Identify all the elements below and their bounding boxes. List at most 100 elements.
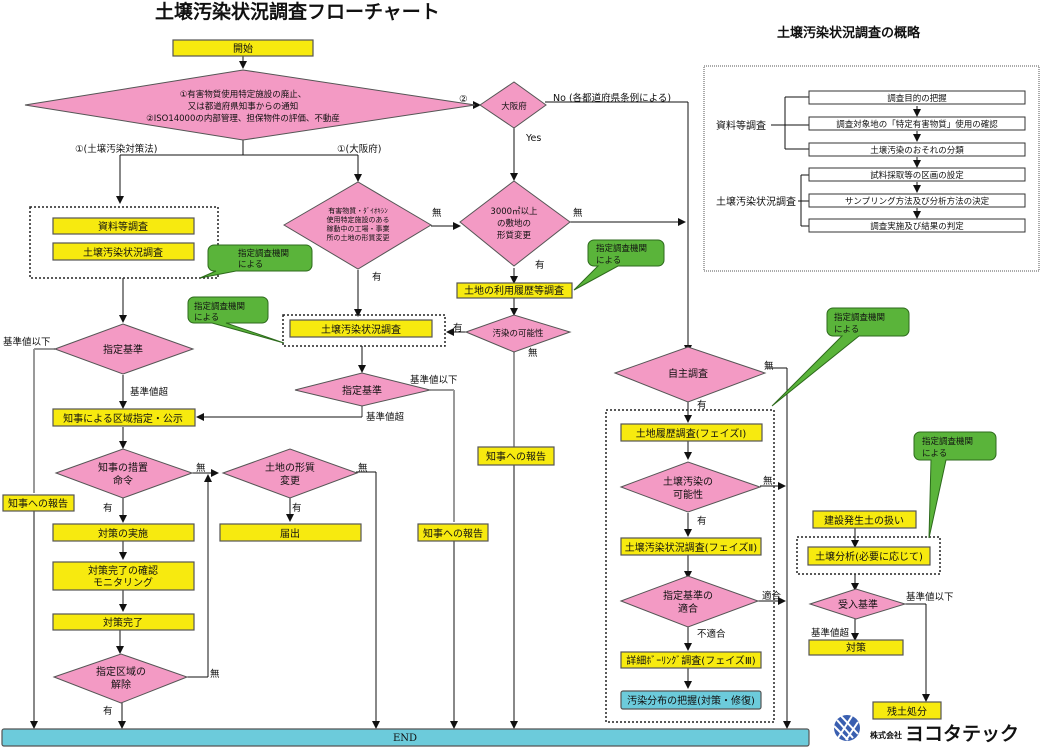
svg-text:可能性: 可能性 [673, 488, 703, 501]
process-taisaku[interactable]: 対策 [808, 639, 904, 656]
callout-bubble: 指定調査機関 による [913, 431, 997, 539]
svg-text:土壌汚染状況調査(フェイズⅡ): 土壌汚染状況調査(フェイズⅡ) [625, 541, 758, 554]
decision-osaka[interactable]: 大阪府 [479, 81, 547, 129]
process-phase2[interactable]: 土壌汚染状況調査(フェイズⅡ) [620, 537, 762, 556]
group-soil-analysis [796, 536, 941, 575]
process-tochi-riyo[interactable]: 土地の利用履歴等調査 [456, 282, 573, 299]
decision-trigger[interactable]: ①有害物質使用特定施設の廃止、 又は都道府県知事からの通知 ②ISO14000の… [24, 69, 476, 141]
svg-text:受入基準: 受入基準 [838, 598, 878, 611]
decision-sochi[interactable]: 知事の措置 命令 [54, 448, 194, 499]
svg-text:指定調査機関: 指定調査機関 [596, 243, 647, 254]
process-zando[interactable]: 残土処分 [872, 701, 942, 720]
process-shiryo[interactable]: 資料等調査 [52, 217, 195, 235]
overview-group-dojo: 土壌汚染状況調査 [716, 195, 796, 208]
svg-text:適合: 適合 [678, 602, 698, 615]
process-phase1[interactable]: 土地履歴調査(フェイズⅠ) [620, 423, 763, 442]
svg-text:使用特定施設のある: 使用特定施設のある [327, 215, 390, 224]
decision-jishu[interactable]: 自主調査 [613, 346, 767, 403]
svg-text:有: 有 [453, 322, 463, 334]
decision-kaijo[interactable]: 指定区域の 解除 [52, 653, 189, 704]
svg-text:指定基準: 指定基準 [342, 384, 382, 397]
decision-shitei2[interactable]: 指定基準 [294, 372, 431, 407]
svg-text:による: による [922, 449, 947, 459]
terminal-end[interactable]: END [1, 728, 810, 747]
decision-tekigo[interactable]: 指定基準の 適合 [619, 575, 760, 628]
decision-shitei1[interactable]: 指定基準 [53, 323, 195, 375]
process-haaku[interactable]: 汚染分布の把握(対策・修復) [620, 690, 762, 710]
svg-text:無: 無 [573, 207, 583, 219]
process-start[interactable]: 開始 [172, 39, 314, 57]
svg-text:調査実施及び結果の判定: 調査実施及び結果の判定 [870, 221, 964, 232]
svg-text:による: による [238, 260, 263, 270]
logo-prefix: 株式会社 [870, 730, 902, 740]
decision-area3000[interactable]: 3000㎡以上 の敷地の 形質変更 [459, 180, 571, 267]
company-logo: 株式会社 ヨコタテック [833, 715, 1019, 745]
process-kakunin[interactable]: 対策完了の確認 モニタリング [52, 561, 195, 591]
overview-panel: 資料等調査 土壌汚染状況調査 調査目的の把握 調査対象地の「特定有害物質」使用の… [703, 65, 1040, 272]
svg-text:②: ② [459, 94, 468, 105]
decision-kanousei[interactable]: 土壌汚染の 可能性 [619, 461, 762, 513]
process-kuiki[interactable]: 知事による区域指定・公示 [52, 408, 196, 427]
svg-text:有害物質・ﾀﾞｲｵｷｼﾝ: 有害物質・ﾀﾞｲｵｷｼﾝ [328, 206, 388, 215]
process-kanryo[interactable]: 対策完了 [52, 613, 195, 631]
svg-text:②ISO14000の内部管理、担保物件の評価、不動産: ②ISO14000の内部管理、担保物件の評価、不動産 [146, 113, 340, 124]
process-dojo1[interactable]: 土壌汚染状況調査 [52, 242, 195, 261]
svg-text:無: 無 [358, 462, 368, 474]
process-report3[interactable]: 知事への報告 [417, 523, 489, 542]
svg-text:END: END [393, 733, 417, 744]
svg-text:指定調査機関: 指定調査機関 [834, 312, 885, 323]
svg-text:土壌汚染状況調査: 土壌汚染状況調査 [321, 323, 401, 336]
page-title: 土壌汚染状況調査フローチャート [155, 0, 440, 23]
process-todokede[interactable]: 届出 [219, 523, 362, 542]
svg-text:指定調査機関: 指定調査機関 [194, 301, 245, 312]
svg-text:稼動中の工場・事業: 稼動中の工場・事業 [327, 224, 390, 233]
process-report2[interactable]: 知事への報告 [477, 446, 555, 466]
overview-step: 土壌汚染のおそれの分類 [808, 142, 1026, 157]
svg-text:サンプリング方法及び分析方法の決定: サンプリング方法及び分析方法の決定 [845, 196, 990, 207]
svg-text:大阪府: 大阪府 [501, 101, 527, 112]
process-report1[interactable]: 知事への報告 [2, 494, 75, 512]
svg-text:対策完了: 対策完了 [103, 616, 143, 629]
svg-text:無: 無 [196, 462, 206, 474]
svg-text:Yes: Yes [525, 133, 541, 144]
svg-text:指定基準の: 指定基準の [663, 589, 713, 602]
overview-group-shiryo: 資料等調査 [716, 119, 766, 132]
callout-bubble: 指定調査機関 による [771, 307, 910, 407]
decision-ukeire[interactable]: 受入基準 [808, 588, 907, 620]
process-phase3[interactable]: 詳細ﾎﾞｰﾘﾝｸﾞ調査(フェイズⅢ) [620, 651, 762, 669]
decision-keishitsu[interactable]: 土地の形質 変更 [221, 448, 359, 499]
callout-bubble: 指定調査機関 による [187, 296, 285, 344]
svg-text:建設発生土の扱い: 建設発生土の扱い [824, 514, 904, 527]
svg-text:適合: 適合 [762, 590, 782, 602]
svg-text:命令: 命令 [113, 474, 133, 487]
process-bunseki[interactable]: 土壌分析(必要に応じて) [807, 546, 931, 566]
process-dojo2[interactable]: 土壌汚染状況調査 [289, 319, 433, 338]
svg-text:知事への報告: 知事への報告 [423, 527, 483, 540]
svg-text:汚染分布の把握(対策・修復): 汚染分布の把握(対策・修復) [627, 694, 755, 707]
svg-text:基準値以下: 基準値以下 [906, 591, 954, 603]
svg-text:指定調査機関: 指定調査機関 [922, 436, 973, 447]
overview-step: 調査対象地の「特定有害物質」使用の確認 [808, 116, 1026, 131]
process-taisaku-jisshi[interactable]: 対策の実施 [52, 523, 195, 542]
group-voluntary-survey [605, 409, 775, 723]
svg-text:有: 有 [292, 502, 302, 514]
svg-text:知事の措置: 知事の措置 [98, 461, 148, 474]
decision-yugai[interactable]: 有害物質・ﾀﾞｲｵｷｼﾝ 使用特定施設のある 稼動中の工場・事業 所の土地の形質… [283, 181, 432, 270]
svg-text:無: 無 [764, 360, 774, 372]
process-kensetsu[interactable]: 建設発生土の扱い [812, 510, 917, 529]
svg-text:土地履歴調査(フェイズⅠ): 土地履歴調査(フェイズⅠ) [636, 427, 747, 440]
svg-text:開始: 開始 [233, 42, 253, 55]
svg-text:詳細ﾎﾞｰﾘﾝｸﾞ調査(フェイズⅢ): 詳細ﾎﾞｰﾘﾝｸﾞ調査(フェイズⅢ) [626, 654, 755, 667]
svg-text:基準値超: 基準値超 [130, 386, 169, 398]
svg-text:土地の利用履歴等調査: 土地の利用履歴等調査 [464, 284, 564, 297]
svg-text:知事への報告: 知事への報告 [486, 450, 546, 463]
svg-text:届出: 届出 [280, 527, 300, 540]
svg-text:有: 有 [697, 399, 707, 411]
svg-text:による: による [194, 313, 219, 323]
svg-text:による: による [834, 325, 859, 335]
svg-text:自主調査: 自主調査 [668, 367, 708, 380]
callout-bubble: 指定調査機関 による [573, 239, 665, 291]
overview-step: 調査目的の把握 [808, 90, 1026, 105]
decision-osen-kanou[interactable]: 汚染の可能性 [464, 314, 572, 353]
